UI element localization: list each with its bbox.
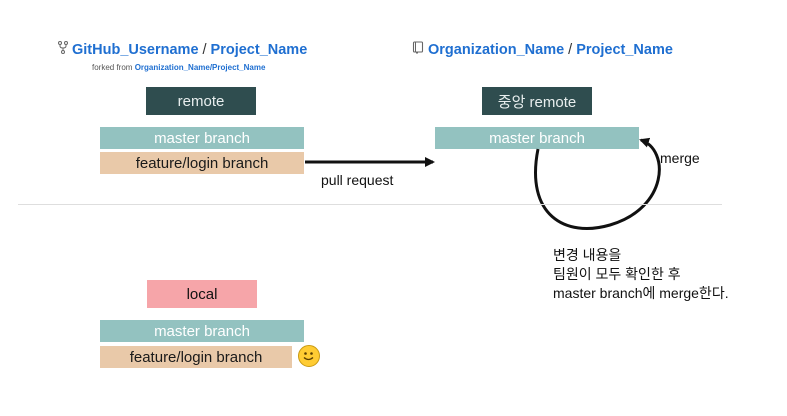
fork-icon (58, 41, 68, 58)
pull-request-label: pull request (321, 172, 394, 188)
merge-label: merge (660, 150, 700, 166)
forked-prefix: forked from (92, 63, 133, 72)
central-master-branch: master branch (435, 127, 639, 149)
fork-project-link[interactable]: Project_Name (210, 41, 308, 58)
fork-master-branch: master branch (100, 127, 304, 149)
central-remote-box: 중앙 remote (482, 87, 592, 115)
org-repo-title: Organization_Name / Project_Name (412, 41, 673, 58)
merge-loop-arrow (534, 137, 661, 230)
local-master-branch: master branch (100, 320, 304, 342)
local-box: local (147, 280, 257, 308)
repo-icon (412, 41, 424, 58)
note-line: 팀원이 모두 확인한 후 (553, 266, 681, 282)
path-separator: / (568, 41, 573, 58)
fork-feature-branch: feature/login branch (100, 152, 304, 174)
note-line: 변경 내용을 (553, 247, 622, 263)
fork-repo-title: GitHub_Username / Project_Name (58, 41, 307, 58)
org-project-link[interactable]: Project_Name (576, 41, 673, 58)
org-owner-link[interactable]: Organization_Name (428, 41, 565, 58)
local-feature-branch: feature/login branch (100, 346, 292, 368)
path-separator: / (202, 41, 207, 58)
smiley-icon (298, 345, 320, 367)
merge-note: 변경 내용을 팀원이 모두 확인한 후 master branch에 merge… (553, 246, 729, 303)
forked-source-link[interactable]: Organization_Name/Project_Name (134, 63, 266, 72)
note-line: master branch에 merge한다. (553, 285, 729, 301)
remote-local-divider (18, 204, 722, 205)
remote-box: remote (146, 87, 256, 115)
fork-owner-link[interactable]: GitHub_Username (72, 41, 199, 58)
forked-from-note: forked from Organization_Name/Project_Na… (92, 63, 265, 72)
